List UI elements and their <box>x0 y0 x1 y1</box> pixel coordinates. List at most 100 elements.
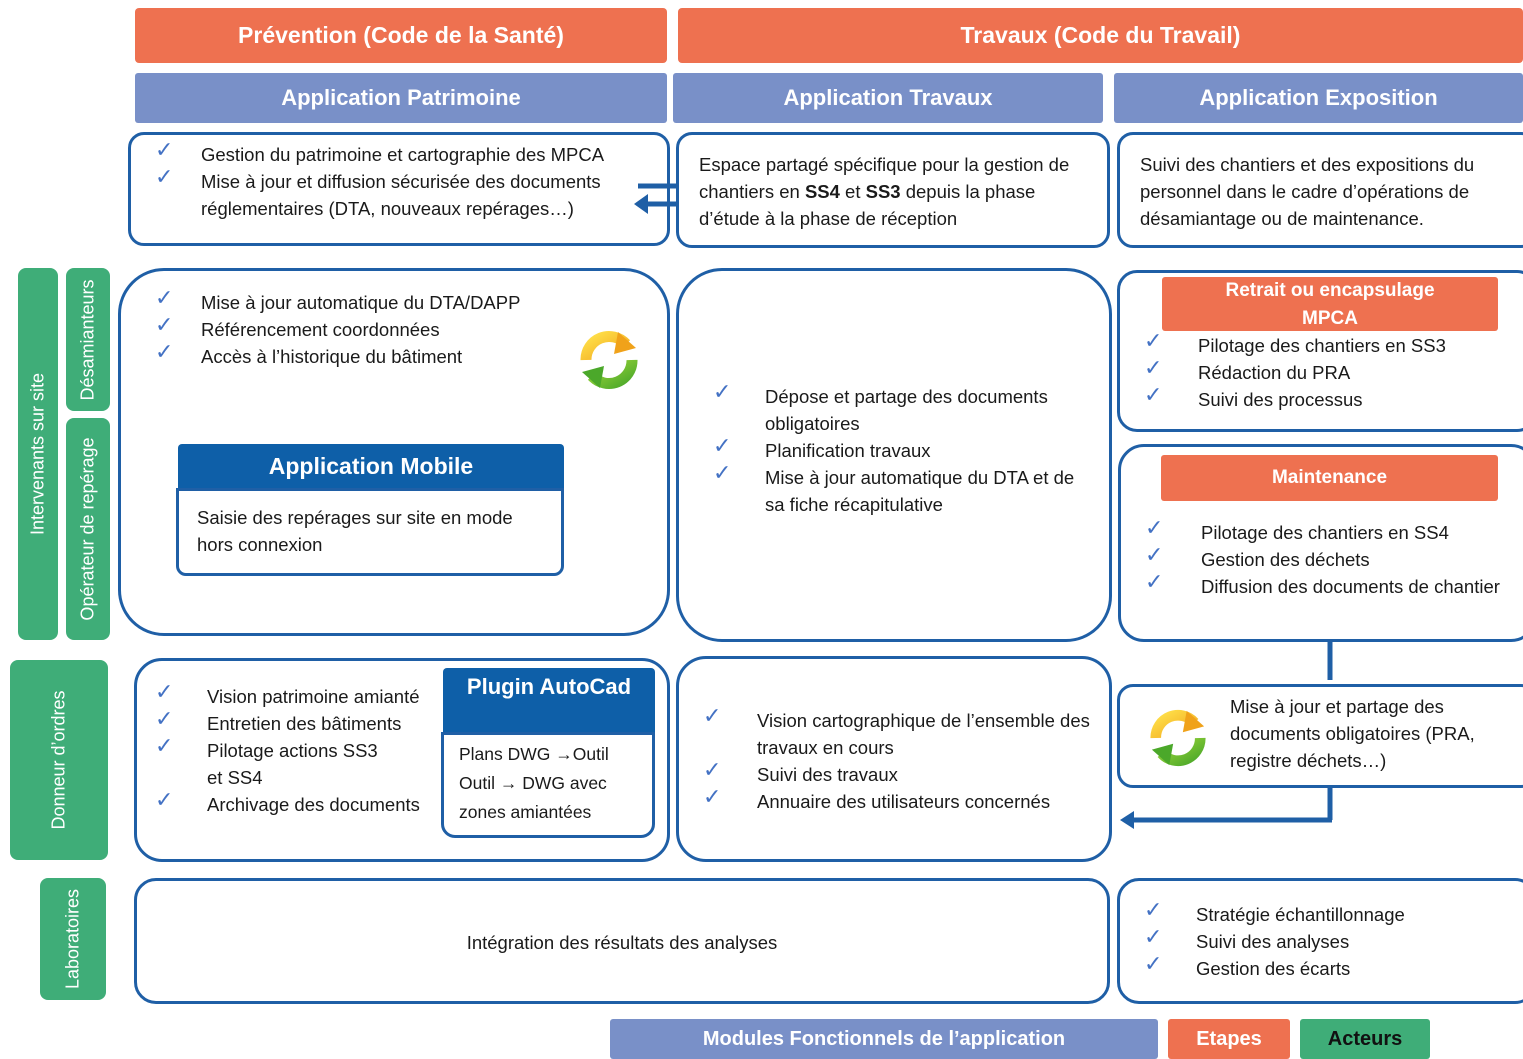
mobile-app-box: Saisie des repérages sur site en mode ho… <box>176 488 564 576</box>
list-item: ✓Suivi des processus <box>1144 382 1504 413</box>
list-item-text: Suivi des analyses <box>1196 931 1350 952</box>
list-item-text: Vision cartographique de l’ensemble des … <box>757 710 1090 758</box>
check-icon: ✓ <box>1144 382 1163 407</box>
check-icon: ✓ <box>1144 951 1163 976</box>
list-item: ✓Pilotage actions SS3 et SS4 <box>155 733 387 791</box>
list-item-text: Suivi des travaux <box>757 764 898 785</box>
legend-etapes: Etapes <box>1168 1019 1290 1059</box>
list-item: ✓Diffusion des documents de chantier <box>1145 569 1505 600</box>
exposition-row4-box: ✓Stratégie échantillonnage ✓Suivi des an… <box>1117 878 1523 1004</box>
check-icon: ✓ <box>155 339 174 364</box>
travaux-row2-box: ✓ Dépose et partage des documents obligat… <box>676 268 1112 642</box>
list-item: ✓Mise à jour automatique du DTA/DAPP <box>155 285 575 316</box>
check-icon: ✓ <box>1144 355 1163 380</box>
list-item: ✓Annuaire des utilisateurs concernés <box>703 784 1093 815</box>
list-item-text: Archivage des documents <box>207 794 420 815</box>
check-icon: ✓ <box>155 679 174 704</box>
check-icon: ✓ <box>703 757 722 782</box>
retrait-list: ✓ Pilotage des chantiers en SS3 ✓ Rédactio… <box>1144 328 1504 413</box>
exposition-row1-box: Suivi des chantiers et des expositions d… <box>1117 132 1523 248</box>
retrait-stage-header: Retrait ou encapsulage MPCA <box>1162 277 1498 331</box>
plugin-autocad-text: Plans DWG →Outil Outil → DWG avec zones … <box>459 740 649 827</box>
list-item: ✓ Mise à jour automatique du DTA et de sa… <box>713 460 1093 518</box>
header-app-patrimoine-label: Application Patrimoine <box>281 85 521 110</box>
list-item-text: Gestion des écarts <box>1196 958 1351 979</box>
plugin-autocad-title: Plugin AutoCad <box>466 674 632 699</box>
list-item: ✓ Rédaction du PRA <box>1144 355 1504 386</box>
list-item: ✓ Suivi des travaux <box>703 757 1093 788</box>
list-item: ✓Entretien des bâtiments <box>155 706 455 737</box>
exposition-row4-list: ✓Stratégie échantillonnage ✓Suivi des an… <box>1144 897 1504 982</box>
list-item-text: Planification travaux <box>765 440 931 461</box>
travaux-row1-text: Espace partagé spécifique pour la gestio… <box>699 151 1099 232</box>
actor-donneur-label: Donneur d’ordres <box>48 690 69 830</box>
list-item-text: Pilotage actions SS3 et SS4 <box>207 740 378 788</box>
maintenance-stage-title: Maintenance <box>1271 467 1388 488</box>
check-icon: ✓ <box>703 703 722 728</box>
header-travaux-label: Travaux (Code du Travail) <box>960 22 1241 48</box>
list-item: ✓ Pilotage des chantiers en SS3 <box>1144 328 1504 359</box>
check-icon: ✓ <box>713 433 732 458</box>
list-item-text: Annuaire des utilisateurs concernés <box>757 791 1051 812</box>
mobile-app-title: Application Mobile <box>268 453 474 479</box>
list-item-text: Référencement coordonnées <box>201 319 440 340</box>
actor-desamianteurs-label: Désamianteurs <box>77 278 98 401</box>
header-prevention-label: Prévention (Code de la Santé) <box>238 22 564 48</box>
travaux-row1-box: Espace partagé spécifique pour la gestio… <box>676 132 1110 248</box>
plugin-autocad-box: Plans DWG →Outil Outil → DWG avec zones … <box>441 732 655 838</box>
list-item: ✓ Vision cartographique de l’ensemble des… <box>703 703 1093 761</box>
check-icon: ✓ <box>1145 515 1164 540</box>
list-item-text: Mise à jour automatique du DTA/DAPP <box>201 292 521 313</box>
laboratoires-row-text: Intégration des résultats des analyses <box>466 932 778 953</box>
actor-donneur: Donneur d’ordres <box>10 660 108 860</box>
retrait-stage-title: Retrait ou encapsulage MPCA <box>1225 280 1435 329</box>
legend-modules-label: Modules Fonctionnels de l’application <box>702 1027 1066 1050</box>
header-travaux: Travaux (Code du Travail) <box>678 8 1523 63</box>
actor-intervenants: Intervenants sur site <box>18 268 58 640</box>
actor-operateur-label: Opérateur de repérage <box>77 437 98 621</box>
check-icon: ✓ <box>1144 328 1163 353</box>
actor-laboratoires-label: Laboratoires <box>62 888 83 990</box>
flow-connector-arrow-icon <box>1120 642 1333 829</box>
check-icon: ✓ <box>155 137 174 162</box>
list-item: ✓Stratégie échantillonnage <box>1144 897 1504 928</box>
patrimoine-row2-list: ✓Mise à jour automatique du DTA/DAPP ✓ Ré… <box>155 285 575 370</box>
list-item: ✓ Accès à l’historique du bâtiment <box>155 339 575 370</box>
check-icon: ✓ <box>155 787 174 812</box>
check-icon: ✓ <box>1145 542 1164 567</box>
list-item-text: Entretien des bâtiments <box>207 713 402 734</box>
mobile-app-text: Saisie des repérages sur site en mode ho… <box>197 507 513 555</box>
travaux-row1-text-c: depuis la phase d’étude à la phase de ré… <box>699 181 1036 229</box>
plugin-autocad-header: Plugin AutoCad <box>443 668 655 734</box>
header-app-exposition-label: Application Exposition <box>1199 85 1438 110</box>
plugin-line-1: Plans DWG →Outil <box>459 744 609 764</box>
check-icon: ✓ <box>713 460 732 485</box>
laboratoires-row-box: Intégration des résultats des analyses <box>134 878 1110 1004</box>
legend-acteurs-label: Acteurs <box>1327 1027 1403 1050</box>
list-item-text: Dépose et partage des documents obligato… <box>765 386 1048 434</box>
list-item: ✓Suivi des analyses <box>1144 924 1504 955</box>
list-item: ✓ Archivage des documents <box>155 787 455 818</box>
exposition-row3-box: Mise à jour et partage des documents obl… <box>1117 684 1523 788</box>
list-item-text: Diffusion des documents de chantier <box>1201 576 1500 597</box>
legend-modules: Modules Fonctionnels de l’application <box>610 1019 1158 1059</box>
list-item-text: Mise à jour automatique du DTA et de sa … <box>765 467 1075 515</box>
list-item-text: Gestion du patrimoine et cartographie de… <box>201 144 605 165</box>
list-item-text: Pilotage des chantiers en SS3 <box>1198 335 1446 356</box>
list-item-text: Accès à l’historique du bâtiment <box>201 346 463 367</box>
actor-laboratoires: Laboratoires <box>40 878 106 1000</box>
list-item-text: Rédaction du PRA <box>1198 362 1351 383</box>
list-item-text: Gestion des déchets <box>1201 549 1370 570</box>
maintenance-list: ✓Pilotage des chantiers en SS4 ✓Gestion … <box>1145 515 1505 600</box>
exposition-row3-text: Mise à jour et partage des documents obl… <box>1230 696 1475 771</box>
check-icon: ✓ <box>713 379 732 404</box>
legend-etapes-label: Etapes <box>1196 1027 1262 1050</box>
check-icon: ✓ <box>155 164 174 189</box>
travaux-ss3-label: SS3 <box>865 181 901 202</box>
header-app-travaux-label: Application Travaux <box>783 85 993 110</box>
travaux-ss4-label: SS4 <box>804 181 840 202</box>
patrimoine-row1-box: ✓ Gestion du patrimoine et cartographie d… <box>128 132 670 246</box>
travaux-row3-box: ✓ Vision cartographique de l’ensemble des… <box>676 656 1112 862</box>
maintenance-stage-header: Maintenance <box>1161 455 1498 501</box>
check-icon: ✓ <box>1144 897 1163 922</box>
